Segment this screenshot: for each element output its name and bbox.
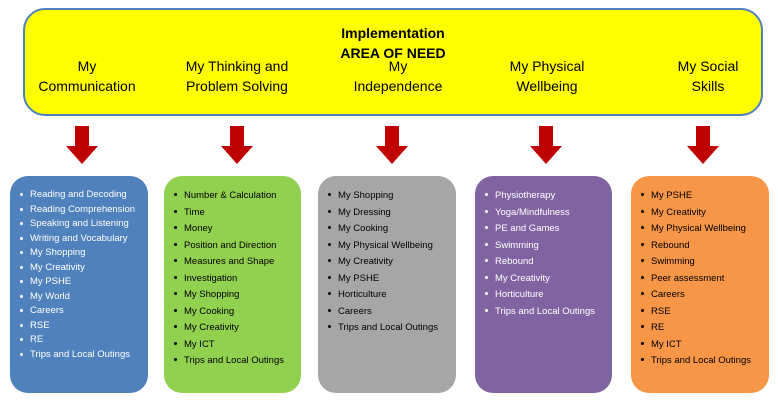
list-item: Rebound [485,254,606,270]
list-item: Careers [20,304,142,318]
list-item: Trips and Local Outings [174,353,295,369]
area-label-line1: My Thinking and [185,58,289,74]
list-item: Careers [328,304,450,320]
list-item: My Dressing [328,205,450,221]
list-item: My ICT [641,337,763,353]
area-label-social: My Social Skills [633,56,778,96]
list-item: My Shopping [20,246,142,260]
area-label-physical: My Physical Wellbeing [472,56,622,96]
list-item: My Creativity [328,254,450,270]
list-item: Rebound [641,238,763,254]
area-label-thinking: My Thinking and Problem Solving [162,56,312,96]
list-item: My PSHE [328,271,450,287]
area-label-line1: My Physical [509,58,585,74]
list-item: Reading and Decoding [20,188,142,202]
area-label-line2: Wellbeing [516,78,578,94]
list-item: RE [641,320,763,336]
list-item: Peer assessment [641,271,763,287]
list-item: PE and Games [485,221,606,237]
list-item: My Creativity [20,261,142,275]
list-item: Swimming [485,238,606,254]
list-item: Time [174,205,295,221]
list-item: Physiotherapy [485,188,606,204]
list-item: My PSHE [641,188,763,204]
list-item: My Cooking [174,304,295,320]
area-label-line1: My Social [677,58,739,74]
list-item: My PSHE [20,275,142,289]
list-item: Careers [641,287,763,303]
list-item: Writing and Vocabulary [20,232,142,246]
list-item: My Cooking [328,221,450,237]
down-arrow-icon [530,126,562,164]
list-item: Swimming [641,254,763,270]
list-item: Trips and Local Outings [641,353,763,369]
area-of-need-banner: Implementation AREA OF NEED [23,8,763,116]
list-item: My ICT [174,337,295,353]
area-label-communication: My Communication [12,56,162,96]
list-item: Position and Direction [174,238,295,254]
list-item: My Creativity [485,271,606,287]
list-item: Horticulture [328,287,450,303]
list-item: Trips and Local Outings [20,348,142,362]
area-label-independence: My Independence [323,56,473,96]
down-arrow-icon [687,126,719,164]
list-item: My Creativity [174,320,295,336]
area-label-line2: Independence [353,78,443,94]
down-arrow-icon [221,126,253,164]
list-item: Money [174,221,295,237]
area-label-line1: My [77,58,97,74]
banner-subtitle: AREA OF NEED [340,45,446,61]
list-item: Horticulture [485,287,606,303]
list-item: Number & Calculation [174,188,295,204]
list-item: Trips and Local Outings [328,320,450,336]
down-arrow-icon [66,126,98,164]
area-label-line2: Skills [691,78,725,94]
list-item: My Shopping [174,287,295,303]
list-item: My Physical Wellbeing [328,238,450,254]
banner-title: Implementation [341,25,445,41]
list-item: Yoga/Mindfulness [485,205,606,221]
list-item: My Shopping [328,188,450,204]
list-item: My Creativity [641,205,763,221]
list-item: My Physical Wellbeing [641,221,763,237]
list-item: Trips and Local Outings [485,304,606,320]
list-item: My World [20,290,142,304]
list-item: Reading Comprehension [20,203,142,217]
down-arrow-icon [376,126,408,164]
list-item: Speaking and Listening [20,217,142,231]
area-label-line1: My [388,58,408,74]
list-item: RE [20,333,142,347]
list-item: RSE [20,319,142,333]
list-item: Measures and Shape [174,254,295,270]
list-item: Investigation [174,271,295,287]
area-label-line2: Communication [38,78,136,94]
area-label-line2: Problem Solving [186,78,288,94]
list-item: RSE [641,304,763,320]
